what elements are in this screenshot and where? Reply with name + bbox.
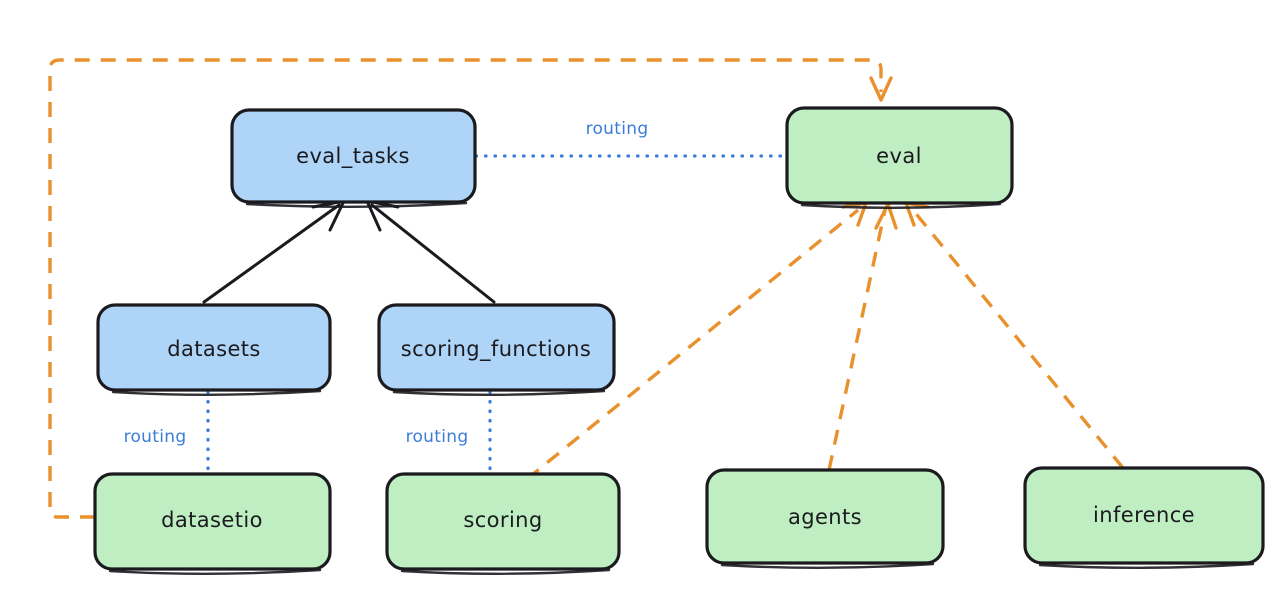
node-eval[interactable]: eval (785, 106, 1014, 209)
arrowhead-datasetio-eval (869, 76, 893, 102)
hierarchy-edges (202, 199, 496, 304)
node-eval-label: eval (876, 144, 922, 168)
edge-datasetio-to-eval (48, 58, 893, 519)
node-scoring[interactable]: scoring (385, 472, 621, 575)
routing-edges (206, 154, 788, 476)
node-datasets-shape[interactable] (96, 303, 332, 392)
node-agents-shape[interactable] (705, 468, 945, 565)
node-scoring-functions-label: scoring_functions (401, 337, 591, 362)
edge-label-routing-scoring: routing (406, 427, 469, 447)
node-scoring-functions[interactable]: scoring_functions (377, 303, 616, 396)
edge-path-datasetio-eval (48, 58, 883, 519)
node-eval-shape[interactable] (785, 106, 1014, 205)
node-eval-shadow (800, 202, 1002, 209)
node-inference-shadow (1038, 562, 1255, 569)
edge-path-scoring-eval (525, 208, 860, 481)
edge-path-datasets-eval_tasks (202, 203, 341, 304)
node-agents[interactable]: agents (705, 468, 945, 569)
node-datasets-shadow (111, 389, 322, 396)
node-eval-tasks-label: eval_tasks (296, 144, 410, 169)
edge-inference-to-eval (904, 201, 1125, 470)
node-inference[interactable]: inference (1023, 466, 1265, 569)
node-scoring-label: scoring (463, 508, 542, 532)
node-scoring-shadow (400, 568, 611, 575)
node-scoring-shape[interactable] (385, 472, 621, 571)
node-inference-shape[interactable] (1023, 466, 1265, 565)
node-scoring-functions-shadow (392, 389, 606, 396)
edge-label-routing-datasetio: routing (124, 427, 187, 447)
edge-datasets-to-eval_tasks (202, 199, 346, 304)
node-eval-tasks-shape[interactable] (230, 108, 477, 204)
edge-path-agents-eval (827, 209, 887, 471)
node-datasetio[interactable]: datasetio (93, 472, 332, 575)
edge-path-inference-eval (911, 208, 1125, 470)
edge-path-scoring_functions-eval_tasks (370, 203, 496, 304)
edge-agents-to-eval (827, 202, 898, 471)
node-datasetio-label: datasetio (161, 508, 263, 532)
edge-label-group: routing routing routing (124, 119, 649, 447)
node-eval-tasks-shadow (245, 201, 468, 208)
node-eval-tasks[interactable]: eval_tasks (230, 108, 477, 208)
node-agents-shadow (720, 562, 935, 569)
node-inference-label: inference (1093, 503, 1195, 527)
node-datasets[interactable]: datasets (96, 303, 332, 396)
node-scoring-functions-shape[interactable] (377, 303, 616, 392)
node-datasets-label: datasets (167, 337, 261, 361)
node-datasetio-shape[interactable] (93, 472, 332, 571)
edge-label-routing-eval: routing (586, 119, 649, 139)
edge-scoring_functions-to-eval_tasks (365, 199, 496, 304)
node-agents-label: agents (788, 505, 862, 529)
node-datasetio-shadow (108, 568, 322, 575)
